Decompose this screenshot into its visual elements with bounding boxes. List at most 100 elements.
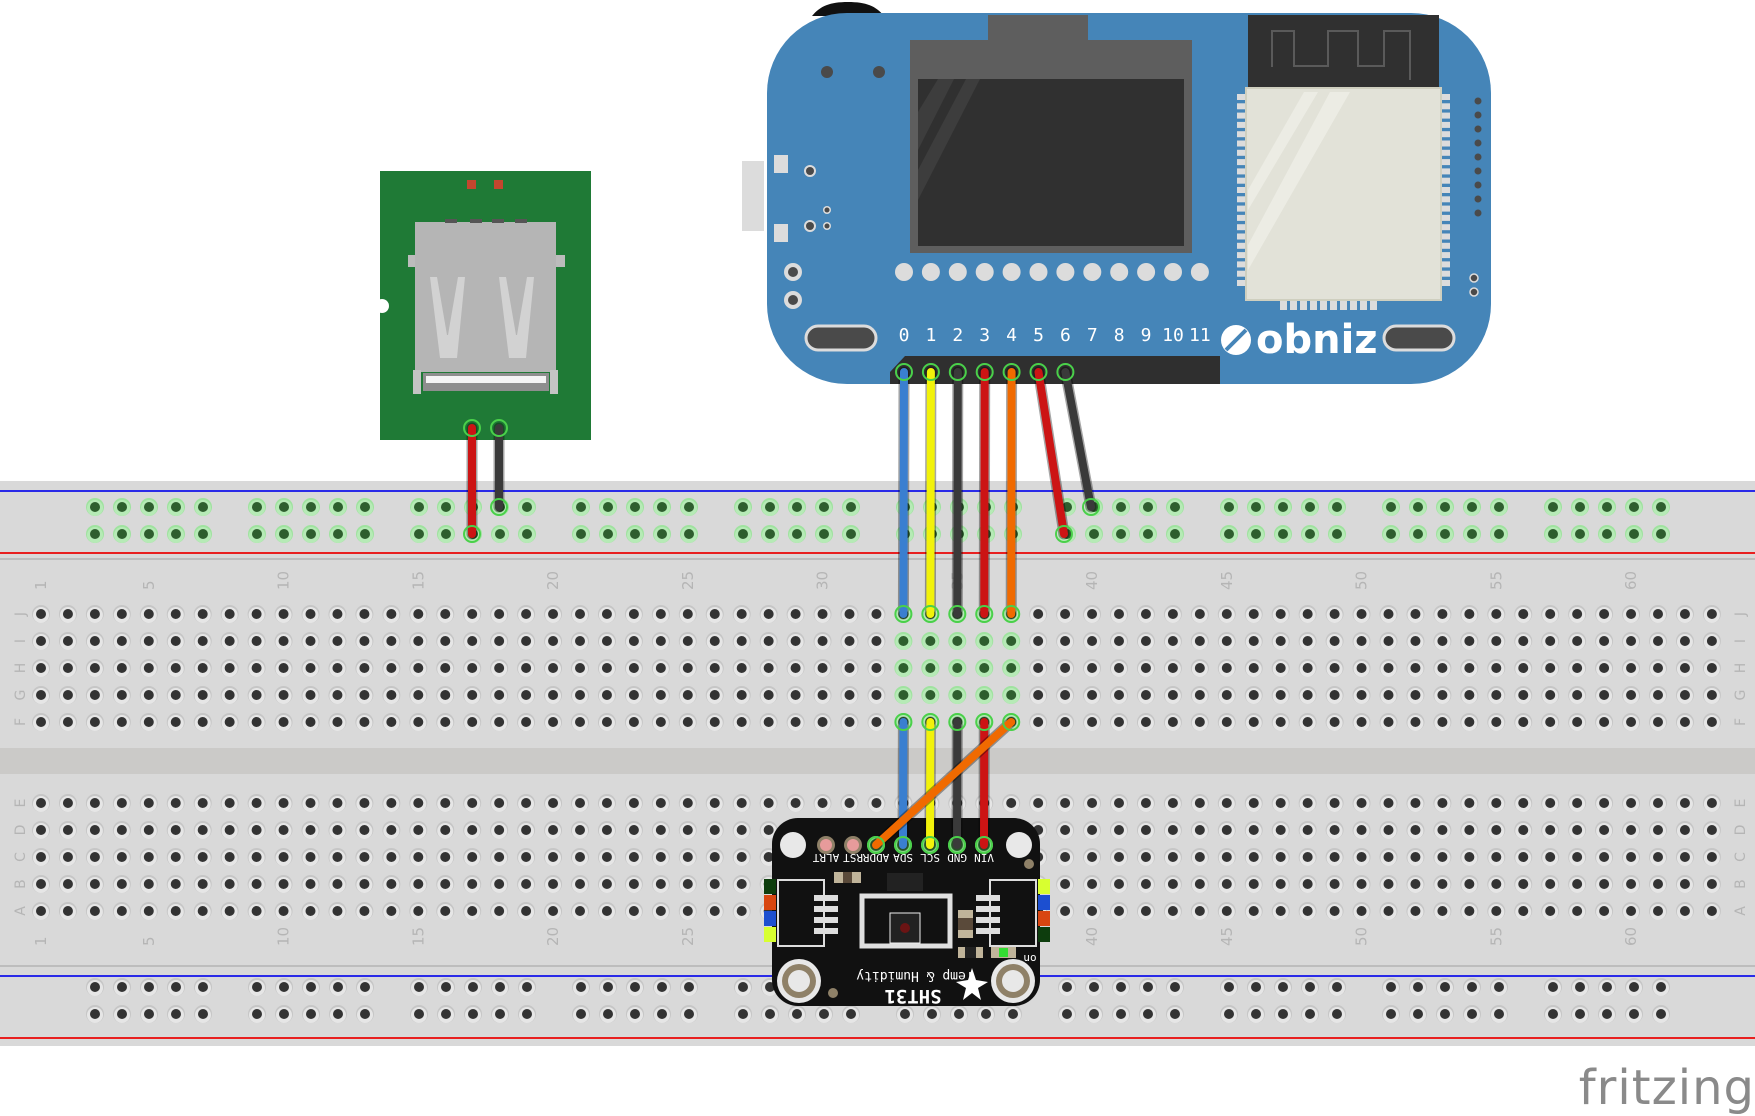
breadboard-hole[interactable] (705, 848, 724, 866)
breadboard-hole[interactable] (1271, 875, 1290, 893)
breadboard-hole[interactable] (1220, 498, 1238, 516)
breadboard-hole[interactable] (490, 632, 509, 650)
breadboard-hole[interactable] (1110, 686, 1128, 704)
breadboard-hole[interactable] (1163, 686, 1182, 704)
breadboard-hole[interactable] (274, 794, 293, 812)
breadboard-hole[interactable] (732, 902, 751, 920)
breadboard-hole[interactable] (32, 794, 50, 812)
breadboard-hole[interactable] (1568, 794, 1587, 812)
breadboard-hole[interactable] (1702, 632, 1721, 650)
breadboard-hole[interactable] (651, 794, 670, 812)
breadboard-hole[interactable] (786, 686, 805, 704)
breadboard-hole[interactable] (248, 1005, 266, 1023)
breadboard-hole[interactable] (1406, 605, 1425, 623)
breadboard-hole[interactable] (842, 525, 860, 543)
breadboard-hole[interactable] (1544, 498, 1562, 516)
breadboard-hole[interactable] (32, 902, 50, 920)
breadboard-hole[interactable] (651, 632, 670, 650)
breadboard-hole[interactable] (464, 978, 482, 996)
breadboard-hole[interactable] (1544, 978, 1562, 996)
breadboard-hole[interactable] (193, 659, 212, 677)
breadboard-hole[interactable] (1110, 713, 1128, 731)
breadboard-hole[interactable] (1136, 713, 1155, 731)
breadboard-hole[interactable] (867, 686, 886, 704)
breadboard-hole[interactable] (1595, 875, 1614, 893)
breadboard-hole[interactable] (409, 794, 428, 812)
breadboard-hole[interactable] (680, 1005, 698, 1023)
breadboard-hole[interactable] (571, 875, 589, 893)
breadboard-hole[interactable] (1652, 498, 1670, 516)
breadboard-hole[interactable] (597, 659, 616, 677)
breadboard-hole[interactable] (301, 821, 320, 839)
breadboard-hole[interactable] (1622, 848, 1641, 866)
breadboard-hole[interactable] (517, 848, 536, 866)
breadboard-hole[interactable] (220, 686, 239, 704)
breadboard-hole[interactable] (139, 713, 158, 731)
breadboard-hole[interactable] (867, 794, 886, 812)
breadboard-hole[interactable] (1298, 902, 1317, 920)
breadboard-hole[interactable] (1406, 875, 1425, 893)
breadboard-hole[interactable] (1163, 902, 1182, 920)
breadboard-hole[interactable] (1622, 686, 1641, 704)
breadboard-hole[interactable] (302, 1005, 320, 1023)
breadboard-hole[interactable] (1379, 821, 1398, 839)
breadboard-hole[interactable] (788, 525, 806, 543)
breadboard-hole[interactable] (1598, 1005, 1616, 1023)
breadboard-hole[interactable] (409, 632, 428, 650)
breadboard-hole[interactable] (355, 848, 374, 866)
breadboard-hole[interactable] (1083, 875, 1102, 893)
breadboard-hole[interactable] (1463, 498, 1481, 516)
breadboard-hole[interactable] (220, 713, 239, 731)
breadboard-hole[interactable] (786, 605, 805, 623)
wire-endpoint[interactable] (463, 419, 481, 437)
breadboard-hole[interactable] (274, 848, 293, 866)
breadboard-hole[interactable] (840, 605, 859, 623)
breadboard-hole[interactable] (759, 794, 778, 812)
breadboard-hole[interactable] (1571, 1005, 1589, 1023)
breadboard-hole[interactable] (759, 659, 778, 677)
breadboard-hole[interactable] (977, 1005, 995, 1023)
breadboard-hole[interactable] (85, 821, 104, 839)
breadboard-hole[interactable] (1247, 525, 1265, 543)
wire-endpoint[interactable] (1082, 498, 1100, 516)
breadboard-hole[interactable] (1625, 978, 1643, 996)
breadboard-hole[interactable] (571, 713, 589, 731)
breadboard-hole[interactable] (1112, 498, 1130, 516)
breadboard-hole[interactable] (1649, 821, 1667, 839)
breadboard-hole[interactable] (1490, 525, 1508, 543)
breadboard-hole[interactable] (761, 498, 779, 516)
breadboard-hole[interactable] (85, 659, 104, 677)
breadboard-hole[interactable] (1406, 659, 1425, 677)
breadboard-hole[interactable] (1514, 605, 1533, 623)
breadboard-hole[interactable] (624, 659, 643, 677)
breadboard-hole[interactable] (220, 605, 239, 623)
breadboard-hole[interactable] (356, 978, 374, 996)
breadboard-hole[interactable] (248, 525, 266, 543)
breadboard-hole[interactable] (1544, 1005, 1562, 1023)
breadboard-hole[interactable] (1271, 848, 1290, 866)
breadboard-hole[interactable] (1301, 525, 1319, 543)
breadboard-hole[interactable] (1595, 686, 1614, 704)
breadboard-hole[interactable] (1409, 978, 1427, 996)
breadboard-hole[interactable] (624, 875, 643, 893)
breadboard-hole[interactable] (463, 821, 482, 839)
breadboard-hole[interactable] (301, 875, 320, 893)
breadboard-hole[interactable] (651, 875, 670, 893)
breadboard-hole[interactable] (193, 794, 212, 812)
breadboard-hole[interactable] (1112, 978, 1130, 996)
breadboard-hole[interactable] (436, 848, 455, 866)
breadboard-hole[interactable] (1382, 525, 1400, 543)
breadboard-hole[interactable] (1244, 821, 1263, 839)
breadboard-hole[interactable] (624, 821, 643, 839)
wire-obniz-2[interactable] (948, 363, 967, 623)
breadboard-hole[interactable] (301, 632, 320, 650)
breadboard-hole[interactable] (1541, 713, 1560, 731)
breadboard-hole[interactable] (463, 902, 482, 920)
breadboard-hole[interactable] (1382, 1005, 1400, 1023)
breadboard-hole[interactable] (193, 605, 212, 623)
breadboard-hole[interactable] (544, 605, 563, 623)
breadboard-hole[interactable] (1328, 1005, 1346, 1023)
breadboard-hole[interactable] (1298, 794, 1317, 812)
breadboard-hole[interactable] (32, 713, 50, 731)
breadboard-hole[interactable] (1541, 659, 1560, 677)
